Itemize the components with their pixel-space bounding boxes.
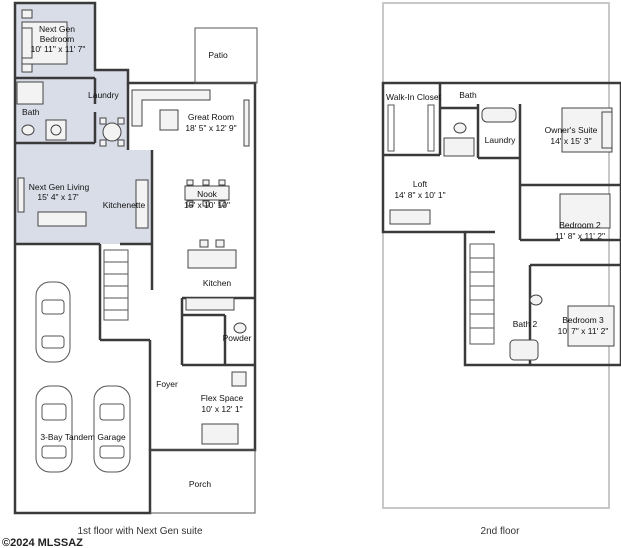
chair-icon xyxy=(202,179,210,186)
coffee-table-icon xyxy=(159,109,179,131)
nightstand-icon xyxy=(21,9,33,19)
owners-suite-label: Owner's Suite xyxy=(545,125,598,135)
walk-in-closet-label: Walk-In Closet xyxy=(386,92,442,102)
bath2-label: Bath 2 xyxy=(513,319,538,329)
porch-outline xyxy=(150,449,256,514)
second-floor-plan: Walk-In Closet Bath Owner's Suite 14' x … xyxy=(381,2,621,537)
owners-bath-label: Bath xyxy=(459,90,477,100)
bedroom2-bed-icon xyxy=(559,193,611,229)
toilet-icon xyxy=(529,294,543,306)
stool-icon xyxy=(215,239,225,248)
armchair-icon xyxy=(231,371,247,387)
great-room-label: Great Room xyxy=(188,112,234,122)
bathtub-icon xyxy=(509,339,539,361)
second-floor-roof-outline xyxy=(382,2,610,509)
foyer-label: Foyer xyxy=(156,379,178,389)
sectional-sofa-icon xyxy=(131,89,211,127)
second-laundry-label: Laundry xyxy=(485,135,516,145)
chair-icon xyxy=(117,117,125,125)
great-room-size: 18' 5" x 12' 9" xyxy=(185,123,236,133)
sofa-icon xyxy=(37,211,87,227)
chair-icon xyxy=(218,200,226,207)
toilet-icon xyxy=(21,124,35,136)
kitchen-counter-icon xyxy=(185,297,235,311)
chair-icon xyxy=(117,139,125,147)
copyright-watermark: ©2024 MLSSAZ xyxy=(2,537,83,548)
car-icon xyxy=(35,385,73,473)
nextgen-pillow-icon xyxy=(21,27,33,59)
loft-sofa-icon xyxy=(389,209,431,225)
bath-label: Bath xyxy=(22,107,40,117)
chair-icon xyxy=(186,179,194,186)
round-table-icon xyxy=(102,122,122,142)
nextgen-bedroom-label: Bedroom xyxy=(40,34,75,44)
car-icon xyxy=(35,281,71,363)
owners-pillow-icon xyxy=(601,111,613,149)
nextgen-bedroom-size: 10' 11" x 11' 7" xyxy=(31,44,86,54)
car-icon xyxy=(93,385,131,473)
bedroom3-label: Bedroom 3 xyxy=(562,315,604,325)
closet-shelf-icon xyxy=(387,104,395,152)
first-floor-interior-walls xyxy=(15,76,255,450)
powder-label: Powder xyxy=(223,333,252,343)
stairs-icon xyxy=(103,249,129,321)
dining-table-icon xyxy=(184,185,230,201)
bathtub-icon xyxy=(481,107,517,123)
nextgen-bedroom-label: Next Gen xyxy=(39,24,75,34)
bedroom3-size: 10' 7" x 11' 2" xyxy=(558,326,609,336)
porch-label: Porch xyxy=(189,479,211,489)
sink-icon xyxy=(50,124,62,136)
second-floor-outer-wall xyxy=(381,81,621,367)
nook-label: Nook xyxy=(197,189,218,199)
nightstand-icon xyxy=(21,63,33,73)
patio-label: Patio xyxy=(208,50,228,60)
bedroom3-bed-icon xyxy=(567,305,615,347)
tv-stand-icon xyxy=(17,177,25,213)
kitchen-label: Kitchen xyxy=(203,278,232,288)
bedroom2-label: Bedroom 2 xyxy=(559,220,601,230)
loft-size: 14' 8" x 10' 1" xyxy=(394,190,445,200)
nextgen-living-label: Next Gen Living xyxy=(29,182,90,192)
first-floor-plan: Next Gen Bedroom 10' 11" x 11' 7" Bath L… xyxy=(13,1,258,537)
first-floor-caption: 1st floor with Next Gen suite xyxy=(77,526,202,537)
owners-suite-size: 14' x 15' 3" xyxy=(550,136,591,146)
chair-icon xyxy=(99,139,107,147)
nextgen-living-size: 15' 4" x 17' xyxy=(37,192,79,202)
toilet-icon xyxy=(453,122,467,134)
bedroom2-size: 11' 8" x 11' 2" xyxy=(555,231,605,241)
chair-icon xyxy=(202,200,210,207)
shower-icon xyxy=(443,137,475,157)
second-floor-caption: 2nd floor xyxy=(481,526,521,537)
flex-space-label: Flex Space xyxy=(201,393,244,403)
toilet-icon xyxy=(233,322,247,334)
shower-icon xyxy=(16,81,44,105)
loft-label: Loft xyxy=(413,179,428,189)
garage-label: 3-Bay Tandem Garage xyxy=(40,432,126,442)
closet-shelf-icon xyxy=(427,104,435,152)
nook-size: 15' x 10' 10" xyxy=(184,200,230,210)
desk-icon xyxy=(201,423,239,445)
chair-icon xyxy=(218,179,226,186)
stool-icon xyxy=(199,239,209,248)
laundry-label: Laundry xyxy=(88,90,119,100)
tv-icon xyxy=(243,99,250,147)
flex-space-size: 10' x 12' 1" xyxy=(201,404,242,414)
stairs-icon xyxy=(469,243,495,345)
second-floor-interior-walls xyxy=(383,83,621,365)
kitchen-island-icon xyxy=(187,249,237,269)
chair-icon xyxy=(186,200,194,207)
chair-icon xyxy=(99,117,107,125)
patio-outline xyxy=(194,27,258,84)
kitchenette-label: Kitchenette xyxy=(103,200,146,210)
kitchenette-counter-icon xyxy=(135,179,149,229)
